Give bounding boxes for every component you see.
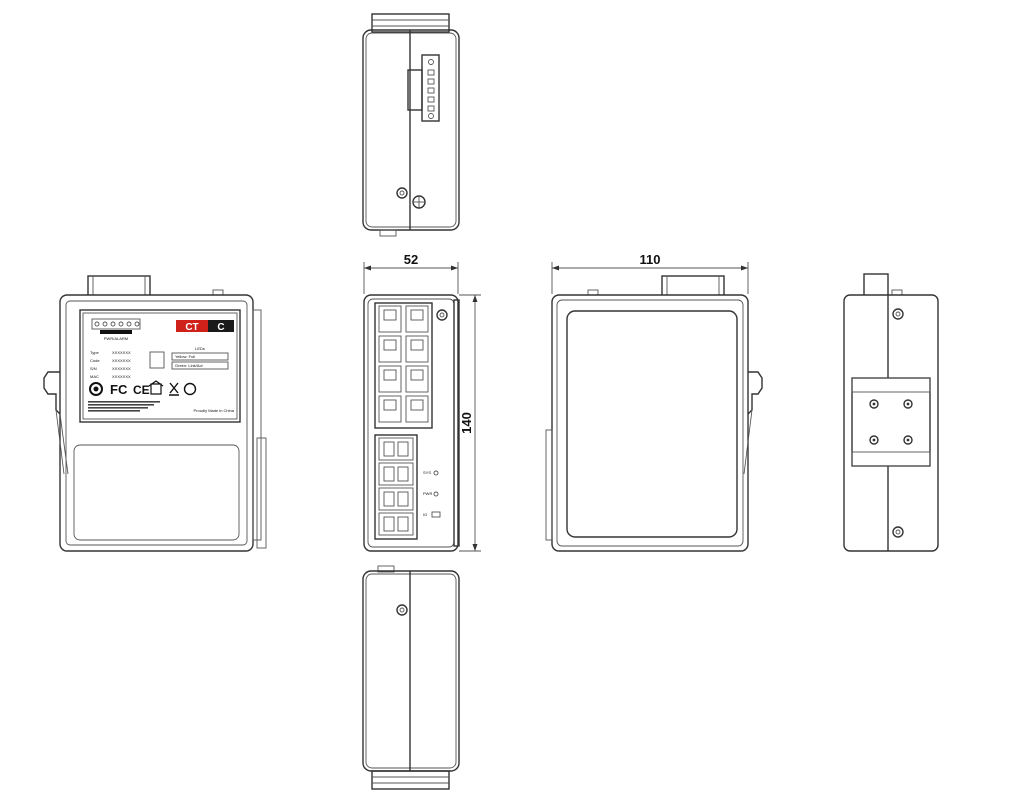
dimension-width: 110 — [551, 252, 749, 294]
tr-mark-icon — [149, 351, 165, 369]
recycle-icon — [183, 382, 197, 396]
terminal-block-pins — [427, 59, 435, 119]
pwr-led-icon — [433, 491, 439, 497]
row-sn-value: XXXXXXX — [112, 366, 131, 371]
led-legend-title: LEDs — [195, 346, 205, 351]
indoor-use-icon — [148, 380, 164, 395]
led-legend: LEDs Yellow: Full Green: Link/Act — [171, 346, 229, 370]
row-mac-value: XXXXXXX — [112, 374, 131, 379]
terminal-diagram — [91, 318, 141, 334]
rear-view — [843, 273, 939, 552]
product-label: PWR/ALARM CT C Type XXXXXXX Code XXXXXXX… — [79, 309, 241, 423]
bottom-view — [362, 565, 460, 790]
pwr-led-label: PWR — [423, 491, 432, 496]
dimension-depth-label: 52 — [404, 252, 418, 267]
sys-led-icon — [433, 470, 439, 476]
rj45-ports — [374, 302, 433, 429]
usb-port-icon — [431, 511, 441, 518]
usb-port-label: IO — [423, 512, 427, 517]
ce-mark: CE — [133, 383, 150, 397]
bracket-screw-icon — [869, 399, 879, 409]
top-view — [362, 13, 460, 237]
bracket-screw-icon — [903, 399, 913, 409]
bracket-screw-icon — [869, 435, 879, 445]
row-mac-key: MAC — [90, 374, 99, 379]
brand-logo: CT C — [176, 320, 234, 333]
row-code-value: XXXXXXX — [112, 358, 131, 363]
cert-marks: FC CE — [89, 380, 197, 397]
row-type-value: XXXXXXX — [112, 350, 131, 355]
dimension-height: 140 — [459, 294, 481, 552]
front-view: SYS PWR IO — [363, 294, 460, 552]
fc-mark: FC — [110, 382, 128, 397]
dimension-width-label: 110 — [640, 252, 661, 267]
sys-led-label: SYS — [423, 470, 431, 475]
info-rows: Type XXXXXXX Code XXXXXXX S/N XXXXXXX MA… — [90, 350, 131, 379]
ground-symbol-icon — [89, 382, 103, 396]
weee-bin-icon — [169, 382, 179, 396]
power-caption: PWR/ALARM — [104, 336, 128, 341]
brand-right-text: C — [217, 322, 224, 333]
din-rail-bracket — [851, 377, 931, 467]
sfp-ports — [374, 434, 418, 540]
fine-print — [88, 401, 160, 412]
face-view — [545, 275, 763, 552]
bracket-screw-icon — [903, 435, 913, 445]
made-in-text: Proudly Made in China — [194, 408, 235, 413]
row-type-key: Type — [90, 350, 99, 355]
dimension-depth: 52 — [363, 252, 459, 294]
brand-left-text: CT — [185, 322, 198, 333]
row-sn-key: S/N — [90, 366, 97, 371]
ground-symbol-center-icon — [93, 386, 99, 392]
led-legend-green: Green: Link/Act — [175, 363, 203, 368]
row-code-key: Code — [90, 358, 100, 363]
left-side-view: PWR/ALARM CT C Type XXXXXXX Code XXXXXXX… — [43, 275, 267, 552]
dimension-height-label: 140 — [459, 412, 474, 434]
led-legend-yellow: Yellow: Full — [175, 354, 195, 359]
